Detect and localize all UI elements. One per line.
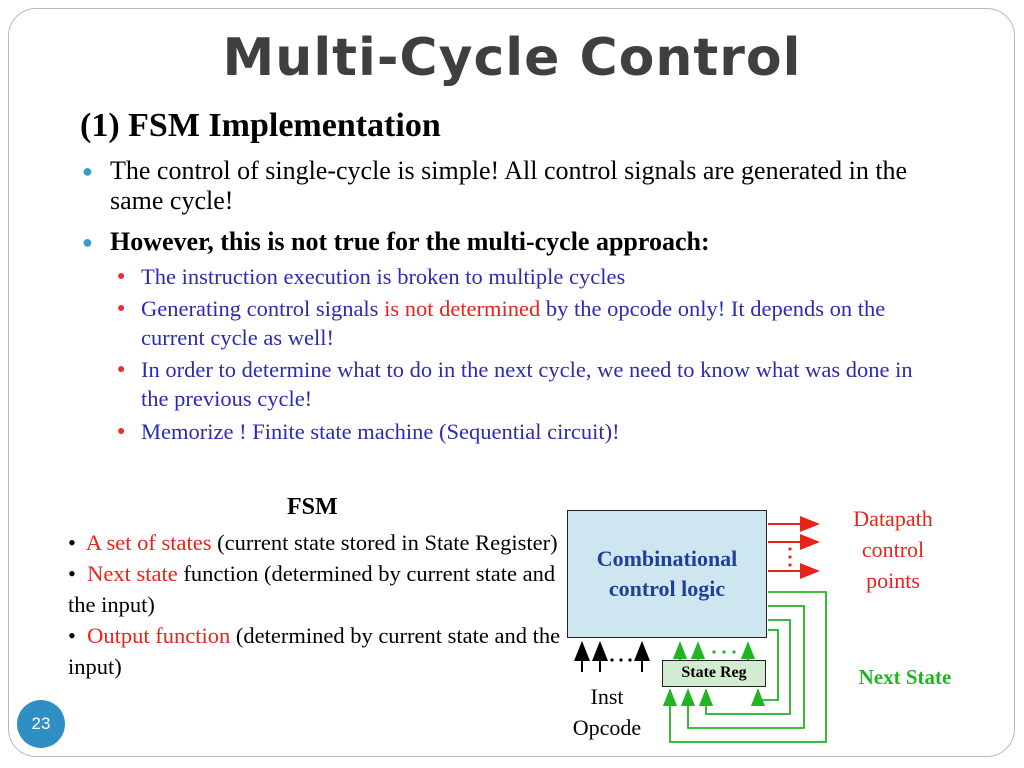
fsm-desc-states: (current state stored in State Register) [211, 530, 558, 555]
datapath-label-line2: control [861, 537, 925, 562]
highlight-not-determined: is not determined [384, 296, 541, 321]
fsm-term-output: Output function [87, 623, 231, 648]
bullet-text: However, this is not true for the multi-… [110, 227, 710, 256]
state-register-box: State Reg [662, 660, 766, 687]
combinational-logic-box: Combinational control logic [567, 510, 767, 638]
state-feedback-wires [672, 641, 756, 660]
sub-bullet-text: The instruction execution is broken to m… [141, 264, 626, 289]
combo-label-line1: Combinational [596, 546, 738, 571]
inst-label: Inst [590, 684, 624, 709]
fsm-item-next-state: • Next state function (determined by cur… [68, 561, 556, 617]
slide-subtitle: (1) FSM Implementation [80, 107, 441, 144]
sub-bullet-text: Memorize ! Finite state machine (Sequent… [141, 419, 620, 444]
bullet-icon: ● [82, 161, 93, 181]
datapath-label-line3: points [866, 568, 920, 593]
next-state-label: Next State [858, 665, 952, 689]
fsm-desc-next-state: function (determined by current state an… [68, 561, 556, 617]
page-number-badge: 23 [17, 700, 65, 748]
fsm-heading: FSM [287, 494, 338, 520]
datapath-label-line1: Datapath [853, 506, 933, 531]
sub-bullet-memorize: ● Memorize ! Finite state machine (Seque… [117, 417, 931, 446]
combo-label-line2: control logic [608, 576, 726, 601]
sub-bullet-icon: ● [117, 301, 126, 316]
fsm-term-next-state: Next state [87, 561, 178, 586]
fsm-term-states: A set of states [85, 530, 212, 555]
sub-bullet-text-a: Generating control signals [141, 296, 385, 321]
bullet-text: The control of single-cycle is simple! A… [110, 156, 908, 215]
sub-bullet-icon: ● [117, 424, 126, 439]
sub-bullet-execution: ● The instruction execution is broken to… [117, 262, 931, 291]
sub-bullet-text: In order to determine what to do in the … [141, 357, 913, 411]
datapath-output-arrows [768, 516, 820, 579]
slide-frame [8, 8, 1015, 757]
fsm-item-states: • A set of states (current state stored … [68, 530, 558, 555]
sub-bullet-text-c: by the opcode only! It depends on the cu… [141, 296, 886, 350]
fsm-desc-output: (determined by current state and the inp… [68, 623, 561, 679]
datapath-control-label: Datapath control points [828, 503, 958, 596]
sub-bullet-generating: ● Generating control signals is not dete… [117, 294, 931, 352]
sub-bullet-icon: ● [117, 362, 126, 377]
bullet-single-cycle: ● The control of single-cycle is simple!… [82, 156, 910, 216]
next-state-arrowheads [662, 688, 766, 707]
fsm-list: • A set of states (current state stored … [68, 527, 568, 682]
inst-opcode-label: Inst Opcode [562, 681, 652, 743]
sub-bullet-next-cycle: ● In order to determine what to do in th… [117, 355, 931, 413]
fsm-item-output: • Output function (determined by current… [68, 623, 561, 679]
sub-bullet-icon: ● [117, 269, 126, 284]
bullet-icon: ● [82, 232, 93, 252]
opcode-input-arrows [574, 641, 650, 672]
opcode-label: Opcode [572, 715, 642, 740]
slide-title: Multi-Cycle Control [222, 28, 802, 88]
bullet-multi-cycle: ● However, this is not true for the mult… [82, 227, 910, 257]
next-state-loops [669, 591, 827, 743]
